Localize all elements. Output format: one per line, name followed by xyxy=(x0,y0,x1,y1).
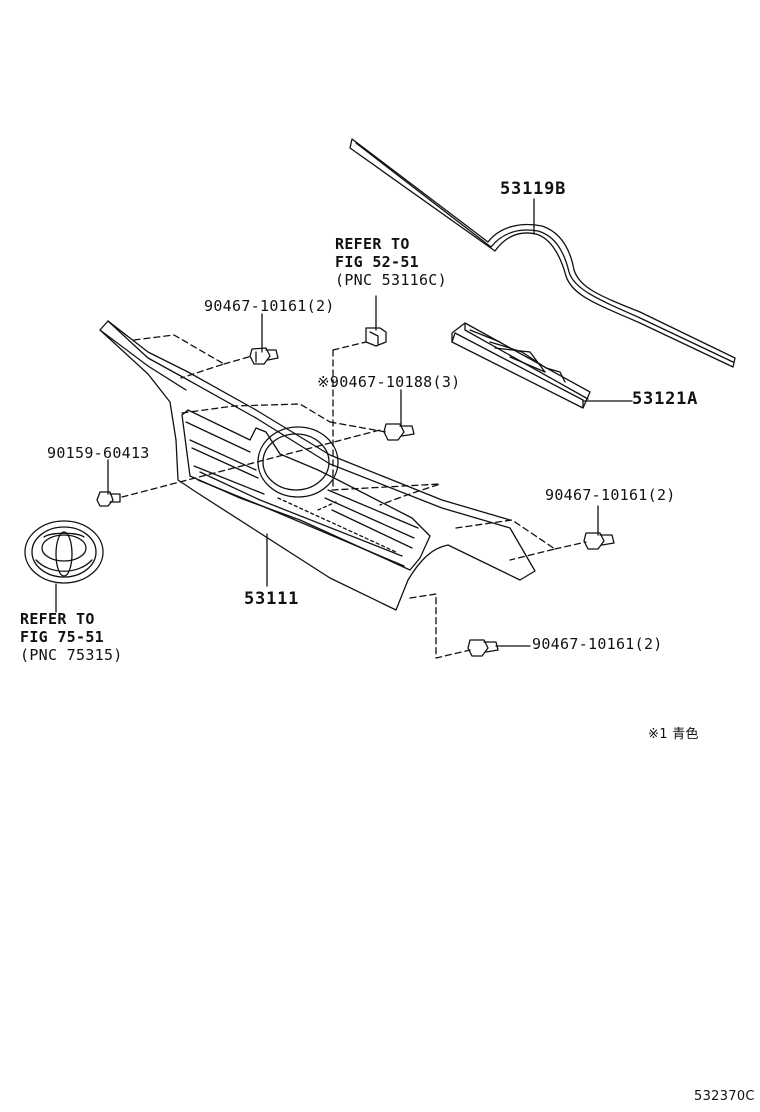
part-label-clip-blue: ※90467-10188(3) xyxy=(317,373,461,391)
garnish-53121a xyxy=(451,322,591,409)
part-label-clip-right: 90467-10161(2) xyxy=(545,486,676,504)
part-label-53121a: 53121A xyxy=(632,389,699,409)
ref-top-line2: FIG 52-51 xyxy=(335,253,419,271)
ref-emblem-line3: (PNC 75315) xyxy=(20,646,123,664)
figure-id: 532370C xyxy=(694,1089,755,1104)
refer-to-emblem: REFER TO FIG 75-51 (PNC 75315) xyxy=(20,610,123,664)
part-label-53119b: 53119B xyxy=(500,179,567,199)
molding-53119b xyxy=(349,138,736,368)
guide-lines xyxy=(121,334,587,659)
refer-to-top: REFER TO FIG 52-51 (PNC 53116C) xyxy=(335,235,447,289)
ref-emblem-line2: FIG 75-51 xyxy=(20,628,104,646)
part-label-clip-top-left: 90467-10161(2) xyxy=(204,297,335,315)
part-label-53111: 53111 xyxy=(244,589,300,609)
ref-emblem-line1: REFER TO xyxy=(20,610,95,628)
leader-lines xyxy=(55,198,633,647)
color-note: ※1 青色 xyxy=(648,727,699,742)
part-label-bolt: 90159-60413 xyxy=(47,444,150,462)
part-label-clip-bottom: 90467-10161(2) xyxy=(532,635,663,653)
grille-53111 xyxy=(99,320,536,611)
ref-top-line1: REFER TO xyxy=(335,235,410,253)
ref-top-line3: (PNC 53116C) xyxy=(335,271,447,289)
toyota-emblem-drawing xyxy=(24,520,104,584)
